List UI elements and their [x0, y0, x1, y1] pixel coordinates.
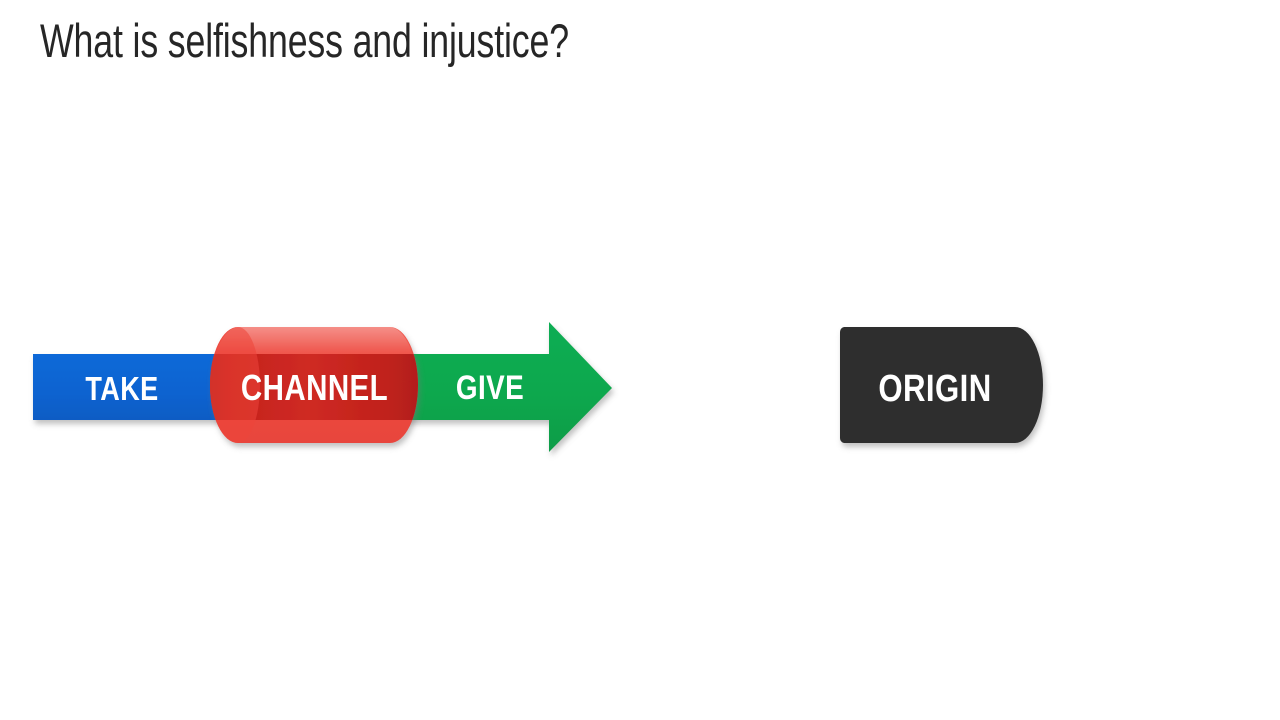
stage-shape-take[interactable] [33, 354, 233, 420]
stage-shape-channel[interactable] [200, 327, 440, 443]
origin-shape-svg[interactable] [825, 312, 1065, 462]
process-arrow-svg [33, 322, 612, 452]
stage-label-give: GIVE [455, 369, 525, 407]
origin-label: ORIGIN [878, 368, 992, 410]
stage-label-channel: CHANNEL [240, 367, 389, 408]
stage-label-take: TAKE [85, 370, 159, 407]
page-title: What is selfishness and injustice? [40, 14, 569, 67]
stage-shape-give[interactable] [390, 322, 612, 452]
origin-box[interactable] [839, 327, 1043, 443]
process-arrow-diagram [0, 300, 660, 480]
origin-shape-group [825, 312, 1065, 462]
